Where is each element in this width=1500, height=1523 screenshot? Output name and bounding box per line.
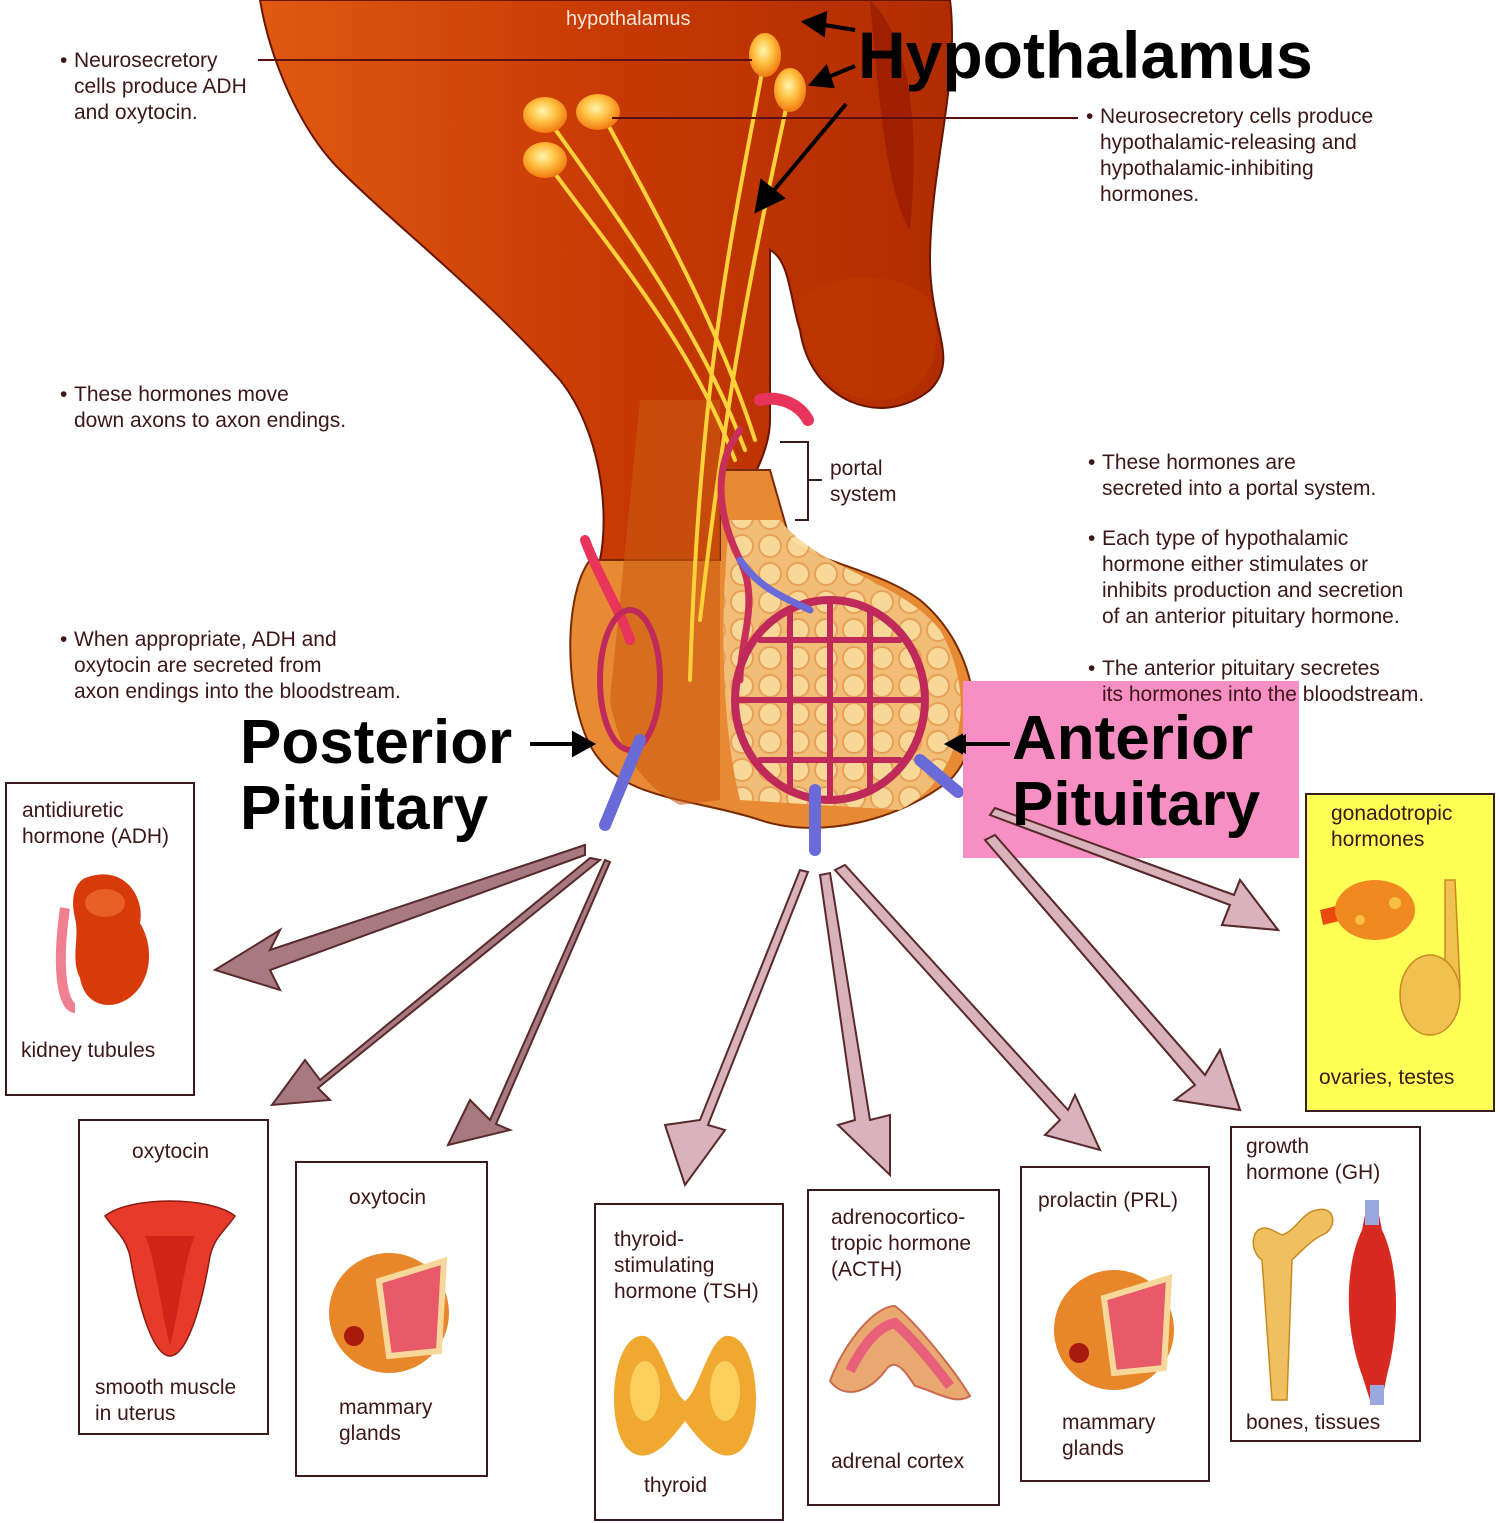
- note-left-1: •Neurosecretory cells produce ADH and ox…: [60, 49, 247, 124]
- hormone-label: prolactin (PRL): [1038, 1189, 1179, 1212]
- hormone-label: growth hormone (GH): [1246, 1135, 1381, 1184]
- target-organ-label: bones, tissues: [1246, 1411, 1381, 1434]
- adrenal-icon: [828, 1304, 972, 1401]
- arrow-to-mammary-posterior: [446, 858, 612, 1147]
- portal-bracket: [780, 441, 822, 521]
- target-box-oxytocin-uterus: oxytocin smooth muscle in uterus: [78, 1119, 269, 1435]
- arrow-to-kidney: [212, 843, 586, 992]
- hormone-label: gonadotropic hormones: [1331, 802, 1453, 851]
- uterus-icon: [103, 1200, 237, 1357]
- target-box-gh: growth hormone (GH) bones, tissues: [1230, 1126, 1421, 1442]
- note-right-3: •Each type of hypothalamic hormone eithe…: [1088, 527, 1404, 628]
- target-organ-label: adrenal cortex: [831, 1450, 965, 1473]
- callout-arrows: [530, 10, 1010, 758]
- bullet: •: [60, 383, 68, 406]
- bullet: •: [1088, 527, 1096, 550]
- target-organ-label: mammary glands: [1062, 1411, 1156, 1460]
- gonads-icon: [1320, 879, 1461, 1036]
- hormone-label: oxytocin: [132, 1140, 210, 1163]
- bullet: •: [1086, 105, 1094, 128]
- target-box-acth: adrenocortico- tropic hormone (ACTH) adr…: [807, 1189, 1000, 1506]
- note-right-1: •Neurosecretory cells produce hypothalam…: [1086, 105, 1374, 206]
- note-right-4: •The anterior pituitary secretes its hor…: [1088, 657, 1425, 706]
- mammary-gland-icon: [1054, 1270, 1174, 1390]
- bullet: •: [1088, 451, 1096, 474]
- anterior-pituitary-label-line1: Anterior: [1012, 704, 1254, 773]
- bullet: •: [60, 628, 68, 651]
- kidney-icon: [55, 874, 150, 1013]
- hormone-label: oxytocin: [349, 1186, 427, 1209]
- bullet: •: [60, 49, 68, 72]
- hormone-label: thyroid- stimulating hormone (TSH): [614, 1228, 759, 1303]
- target-box-tsh: thyroid- stimulating hormone (TSH) thyro…: [594, 1203, 784, 1521]
- neurosecretory-cells: [523, 33, 806, 178]
- hormone-label: adrenocortico- tropic hormone (ACTH): [831, 1206, 972, 1281]
- target-organ-label: smooth muscle in uterus: [95, 1376, 237, 1425]
- note-left-3: •When appropriate, ADH and oxytocin are …: [60, 628, 401, 703]
- posterior-pituitary-label-line1: Posterior: [240, 708, 513, 777]
- hypothalamus-small-label: hypothalamus: [566, 8, 691, 30]
- target-organ-label: mammary glands: [339, 1396, 433, 1445]
- hormone-arrows: [212, 806, 1281, 1188]
- target-organ-label: ovaries, testes: [1319, 1066, 1455, 1089]
- hormone-label: antidiuretic hormone (ADH): [22, 799, 170, 848]
- posterior-pituitary-label-line2: Pituitary: [240, 774, 489, 843]
- thyroid-icon: [613, 1335, 757, 1456]
- target-box-oxytocin-mammary: oxytocin mammary glands: [295, 1161, 488, 1477]
- blood-vessels: [580, 392, 964, 856]
- leader-lines: [258, 59, 1078, 119]
- portal-system-label: portal system: [830, 457, 897, 506]
- note-right-2: •These hormones are secreted into a port…: [1088, 451, 1377, 500]
- target-box-prolactin: prolactin (PRL) mammary glands: [1020, 1166, 1210, 1482]
- bullet: •: [1088, 657, 1096, 680]
- target-organ-label: kidney tubules: [21, 1039, 156, 1062]
- arrow-to-prolactin: [833, 863, 1102, 1152]
- hypothalamus-title: Hypothalamus: [858, 18, 1313, 92]
- arrow-to-uterus: [269, 856, 603, 1107]
- target-box-gonadotropic: gonadotropic hormones ovaries, testes: [1305, 793, 1495, 1112]
- target-organ-label: thyroid: [644, 1474, 708, 1497]
- note-left-2: •These hormones move down axons to axon …: [60, 383, 347, 432]
- arrow-to-thyroid: [663, 868, 810, 1188]
- mammary-gland-icon: [329, 1253, 449, 1373]
- anterior-pituitary-label-line2: Pituitary: [1012, 770, 1261, 839]
- bone-muscle-icon: [1252, 1200, 1397, 1405]
- target-box-adh: antidiuretic hormone (ADH) kidney tubule…: [5, 782, 195, 1096]
- arrow-to-adrenal: [818, 871, 891, 1178]
